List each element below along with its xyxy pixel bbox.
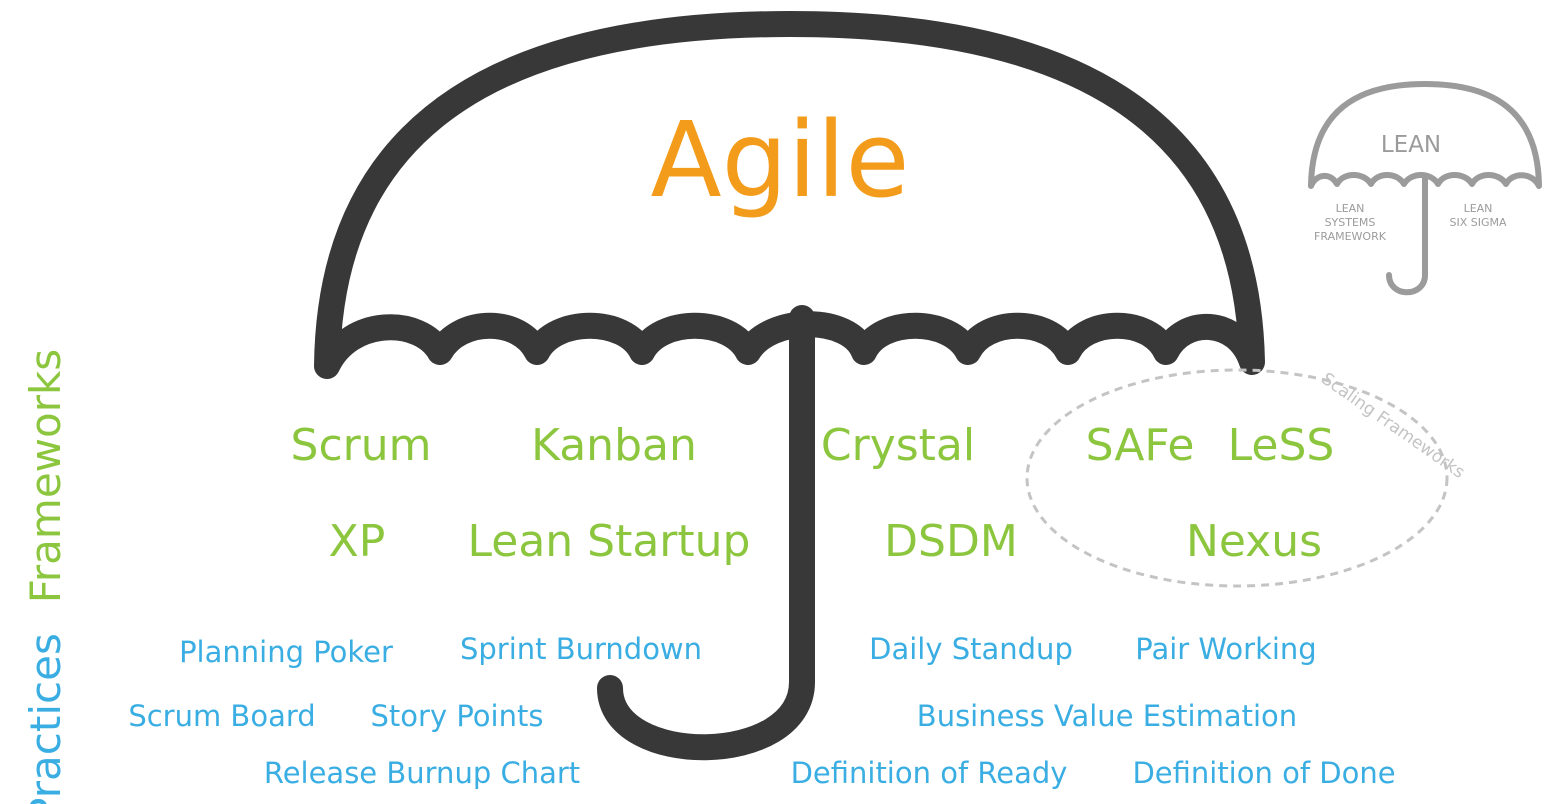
practice-pair-working: Pair Working [1135,632,1316,666]
lean-right-line-1: LEAN [1464,202,1493,215]
umbrella-canopy [314,11,1265,379]
framework-kanban: Kanban [531,420,697,471]
lean-umbrella-canopy [1308,81,1542,189]
lean-right-line-2: SIX SIGMA [1449,216,1507,229]
scaling-frameworks-label: Scaling Frameworks [1318,369,1469,483]
scaling-frameworks-ellipse [1025,368,1449,588]
framework-lean-startup: Lean Startup [468,516,751,567]
practices-side-label: Practices [21,633,70,804]
practice-scrum-board: Scrum Board [128,699,315,733]
framework-nexus: Nexus [1186,516,1322,567]
framework-dsdm: DSDM [884,516,1018,567]
lean-title: LEAN [1381,132,1441,158]
practice-planning-poker: Planning Poker [179,635,393,669]
lean-umbrella [1308,81,1542,296]
framework-safe: SAFe [1086,420,1195,471]
lean-umbrella-handle [1386,175,1428,296]
practice-release-burnup-chart: Release Burnup Chart [264,756,580,790]
practice-definition-of-ready: Definition of Ready [791,756,1068,790]
framework-xp: XP [329,516,386,567]
lean-left-line-1: LEAN [1336,202,1365,215]
practice-story-points: Story Points [371,699,544,733]
framework-scrum: Scrum [291,420,432,471]
practice-sprint-burndown: Sprint Burndown [460,632,702,666]
framework-crystal: Crystal [821,420,975,471]
lean-left-line-2: SYSTEMS [1325,216,1376,229]
practice-business-value-estimation: Business Value Estimation [917,699,1297,733]
framework-less: LeSS [1228,420,1335,471]
practice-daily-standup: Daily Standup [869,632,1073,666]
frameworks-side-label: Frameworks [21,349,70,603]
agile-title: Agile [651,99,910,221]
umbrella-handle [597,305,815,761]
practice-definition-of-done: Definition of Done [1132,756,1395,790]
lean-left-line-3: FRAMEWORK [1314,230,1387,243]
